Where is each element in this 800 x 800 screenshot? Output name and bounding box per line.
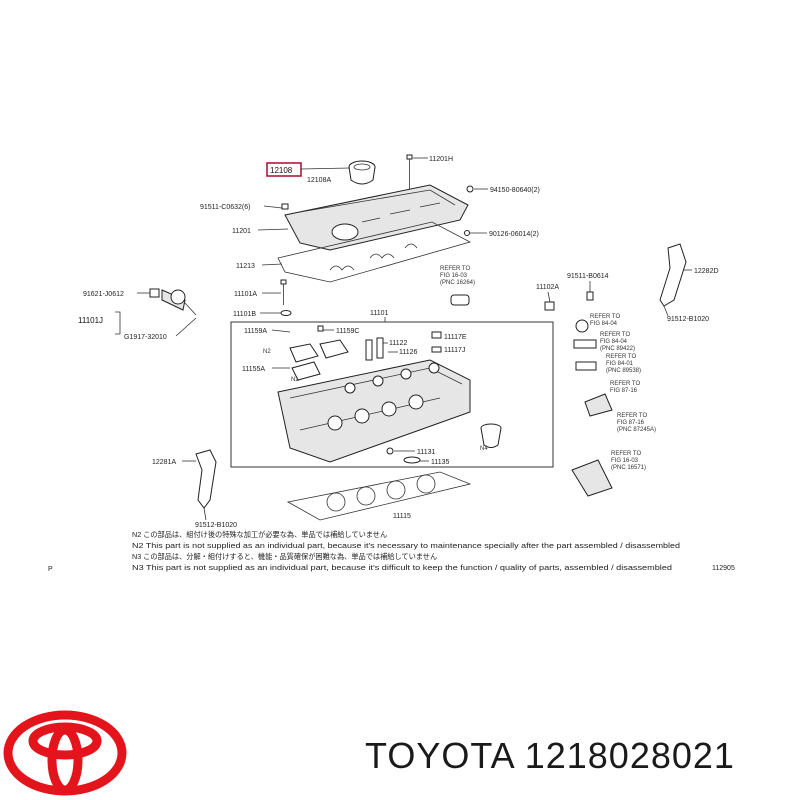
head-bolt-part <box>280 279 292 316</box>
label-N2-b: N2 <box>291 377 299 383</box>
label-12108A: 12108A <box>307 177 331 184</box>
label-12282D: 12282D <box>694 268 719 275</box>
label-11131: 11131 <box>417 449 436 456</box>
label-11117E: 11117E <box>444 334 467 341</box>
label-11115: 11115 <box>393 513 411 520</box>
label-91511-B0614: 91511-B0614 <box>567 273 609 280</box>
ref-group-4: REFER TO FIG 84-01 (PNC 89538) <box>575 354 641 374</box>
svg-text:FIG 16-03: FIG 16-03 <box>611 458 639 464</box>
brand-name: TOYOTA <box>365 735 514 776</box>
label-112905: 112905 <box>712 565 735 572</box>
label-12281A: 12281A <box>152 459 176 466</box>
label-11102A: 11102A <box>536 284 559 291</box>
svg-text:(PNC 89538): (PNC 89538) <box>606 368 641 374</box>
svg-text:FIG 84-04: FIG 84-04 <box>600 339 628 345</box>
label-G1917-32010: G1917-32010 <box>124 334 167 341</box>
svg-text:(PNC 89422): (PNC 89422) <box>600 346 635 352</box>
svg-text:FIG 87-16: FIG 87-16 <box>617 420 645 426</box>
label-N4: N4 <box>480 446 488 452</box>
brand-part-caption: TOYOTA 1218028021 <box>365 735 735 777</box>
label-11101A: 11101A <box>234 291 257 298</box>
camshaft-sensor-part <box>149 288 197 316</box>
label-11155A: 11155A <box>242 366 265 373</box>
water-outlet-stud-part <box>480 423 502 448</box>
cylinder-head-cover-part <box>284 184 469 251</box>
label-11201H: 11201H <box>429 156 453 163</box>
cylinder-head-part <box>277 359 471 463</box>
oil-filler-cap-part <box>348 160 376 185</box>
label-12108: 12108 <box>270 166 293 175</box>
label-91512-B1020-b: 91512-B1020 <box>195 522 237 529</box>
cylinder-head-frame <box>230 321 554 468</box>
label-91512-B1020-a: 91512-B1020 <box>667 316 709 323</box>
svg-text:REFER TO: REFER TO <box>440 266 470 272</box>
ref-group-5: REFER TO FIG 87-16 <box>584 381 640 417</box>
label-94150: 94150-80640(2) <box>490 187 540 194</box>
label-90126: 90126-06014(2) <box>489 231 539 238</box>
note-line-3: N3 この部品は、分解・組付けすると、機能・品質確保が困難な為、単品では補給して… <box>132 552 437 561</box>
svg-text:REFER TO: REFER TO <box>606 354 636 360</box>
ref-group-6: REFER TO FIG 87-16 (PNC 87245A) <box>617 413 656 433</box>
cylinder-head-gasket-part <box>286 471 472 521</box>
part-number: 1218028021 <box>524 735 735 776</box>
label-11126: 11126 <box>399 349 418 356</box>
svg-text:FIG 84-04: FIG 84-04 <box>590 321 618 327</box>
note-line-2: N2 This part is not supplied as an indiv… <box>132 541 680 550</box>
label-11135: 11135 <box>431 459 450 466</box>
ref-group-2: REFER TO FIG 84-04 <box>575 314 620 333</box>
label-11159A: 11159A <box>244 328 267 335</box>
ref-group-1: REFER TO FIG 16-03 (PNC 16264) <box>440 266 475 306</box>
camshaft-bearing-caps <box>289 337 384 381</box>
toyota-logo <box>3 710 127 796</box>
svg-text:REFER TO: REFER TO <box>610 381 640 387</box>
label-11101: 11101 <box>370 310 389 317</box>
ref-group-7: REFER TO FIG 16-03 (PNC 16571) <box>571 451 646 497</box>
label-91511-C0632: 91511-C0632(6) <box>200 204 250 211</box>
label-P: P <box>48 566 53 573</box>
label-91621-J0612: 91621-J0612 <box>83 291 124 298</box>
note-line-4: N3 This part is not supplied as an indiv… <box>132 563 672 572</box>
label-11101J: 11101J <box>78 316 103 325</box>
ref-group-3: REFER TO FIG 84-04 (PNC 89422) <box>573 332 635 352</box>
label-N2-a: N2 <box>263 349 271 355</box>
highlight-box-12108 <box>266 162 302 177</box>
svg-text:FIG 84-01: FIG 84-01 <box>606 361 634 367</box>
svg-text:FIG 87-16: FIG 87-16 <box>610 388 638 394</box>
svg-text:FIG 16-03: FIG 16-03 <box>440 273 468 279</box>
svg-text:(PNC 16571): (PNC 16571) <box>611 465 646 471</box>
note-line-1: N2 この部品は、組付け後の特殊な加工が必要な為、単品では補給していません <box>132 530 387 539</box>
svg-text:(PNC 16264): (PNC 16264) <box>440 280 475 286</box>
label-11201: 11201 <box>232 228 251 235</box>
svg-text:(PNC 87245A): (PNC 87245A) <box>617 427 656 433</box>
label-11159C: 11159C <box>336 328 359 335</box>
label-11101B: 11101B <box>233 311 256 318</box>
svg-text:REFER TO: REFER TO <box>611 451 641 457</box>
svg-text:REFER TO: REFER TO <box>600 332 630 338</box>
label-11117J: 11117J <box>444 347 465 354</box>
svg-text:REFER TO: REFER TO <box>617 413 647 419</box>
svg-text:REFER TO: REFER TO <box>590 314 620 320</box>
label-11213: 11213 <box>236 263 255 270</box>
head-cover-gasket-part <box>277 221 472 283</box>
label-11122: 11122 <box>389 340 408 347</box>
